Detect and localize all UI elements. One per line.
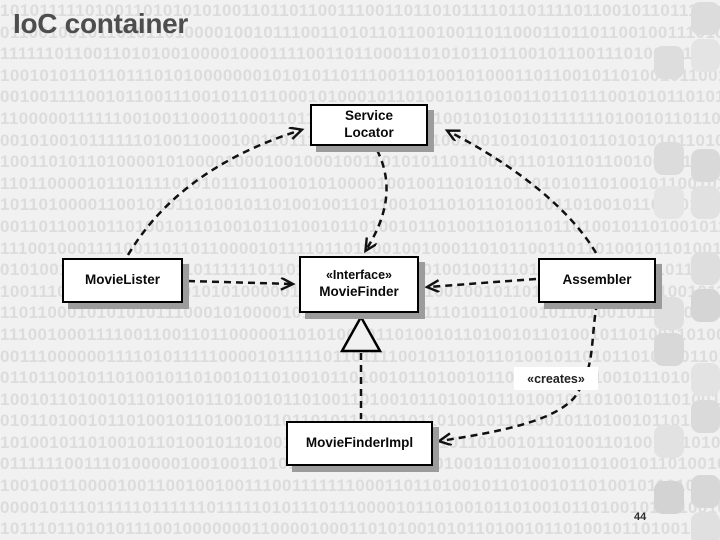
uml-class-assembler: Assembler — [538, 258, 656, 303]
uml-class-label: Service — [344, 108, 394, 124]
tile — [691, 149, 720, 182]
binary-row: 0011011001011010010110100101101001011010… — [0, 216, 720, 236]
tile — [691, 186, 720, 219]
tile — [654, 425, 684, 458]
arrow-movielister-to-servicelocator — [126, 130, 301, 256]
uml-class-label: MovieFinderImpl — [305, 435, 414, 451]
binary-row: 1001101011010000101000010001001000100110… — [0, 152, 720, 172]
uml-class-moviefinder: «Interface» MovieFinder — [299, 256, 419, 313]
tile — [691, 475, 720, 508]
tile — [691, 363, 720, 396]
binary-row: 1010111110100110101010100110110110011100… — [0, 1, 720, 20]
binary-row: 1101100001011011110101011011001010100001… — [0, 173, 720, 193]
uml-class-label: MovieLister — [84, 272, 161, 288]
realization-triangle-icon — [339, 314, 383, 353]
uml-creates-annotation: «creates» — [514, 367, 598, 390]
uml-class-label: Assembler — [562, 272, 632, 288]
tile — [654, 186, 684, 219]
uml-class-label: MovieFinder — [319, 283, 399, 299]
binary-row: 0010011110010110011100101101100010100010… — [0, 87, 720, 107]
uml-class-service-locator: Service Locator — [310, 104, 428, 146]
tile — [654, 297, 684, 330]
binary-row: 0101101001011010010110100101101101011010… — [0, 410, 720, 432]
uml-stereotype-label: «Interface» — [325, 268, 392, 283]
binary-row: 1001011010010110100101101001011010011010… — [0, 389, 720, 409]
arrow-assembler-to-moviefinder — [428, 277, 537, 287]
tile — [691, 512, 720, 540]
binary-row: 0110010010110101101000010010111001101011… — [0, 22, 720, 42]
binary-row: 1001001100001001100100100111001111111000… — [0, 476, 720, 496]
arrow-assembler-to-servicelocator — [448, 131, 598, 254]
tile — [691, 39, 720, 72]
binary-row: 1011010000110010101101001011010010011011… — [0, 195, 720, 215]
page-number: 44 — [634, 511, 647, 523]
uml-class-label: Locator — [344, 125, 394, 140]
tile — [691, 252, 720, 285]
binary-row: 1111110110011010100100001000111100110110… — [0, 44, 720, 64]
binary-row: 0000101110111110111111011111010111011100… — [0, 497, 720, 517]
uml-class-movielister: MovieLister — [62, 258, 183, 303]
arrow-servicelocator-to-moviefinder — [366, 149, 388, 250]
tile — [691, 2, 720, 35]
binary-row: 1011101101010111001000000011000010001101… — [0, 519, 720, 539]
binary-row: 1110010001111001101101100001011110110110… — [0, 238, 720, 258]
tile — [654, 142, 684, 175]
arrow-movielister-to-moviefinder — [187, 281, 292, 284]
tile — [691, 400, 720, 433]
page-title: IoC container — [13, 8, 189, 39]
binary-row: 1001010110110111010100000001010101101110… — [0, 65, 720, 85]
arrow-assembler-creates-moviefinderimpl — [440, 302, 599, 441]
tile — [654, 333, 684, 366]
tile — [691, 289, 720, 322]
uml-class-moviefinderimpl: MovieFinderImpl — [286, 421, 433, 466]
tile — [654, 481, 684, 514]
tile — [654, 46, 684, 79]
